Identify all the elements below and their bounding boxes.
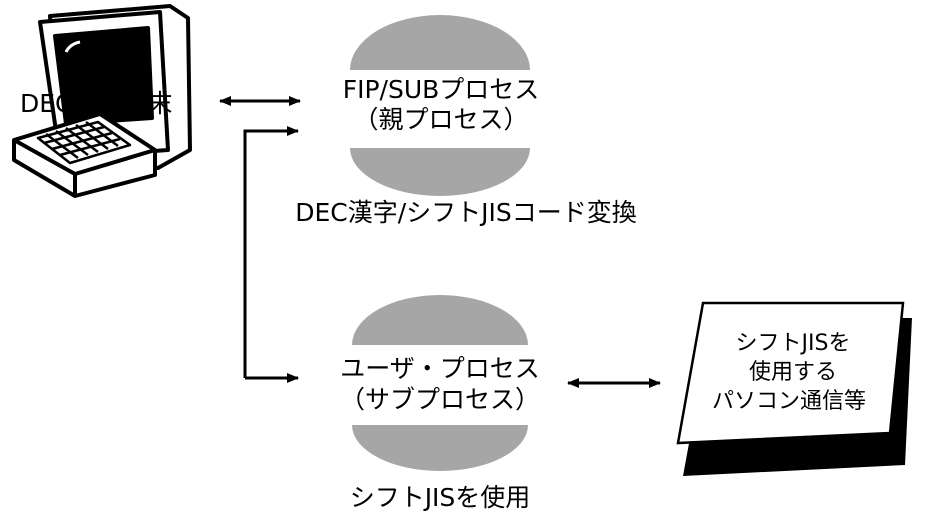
user-process-subtitle: （サブプロセス） (339, 385, 541, 414)
document-line-3: パソコン通信等 (711, 389, 867, 414)
terminal-label: DEC漢字端末 (20, 89, 173, 118)
conversion-caption: DEC漢字/シフトJISコード変換 (295, 198, 637, 227)
parent-process-subtitle: （親プロセス） (353, 105, 529, 134)
user-process-ellipse (352, 295, 528, 471)
document-line-2: 使用する (748, 360, 838, 385)
user-process-title: ユーザ・プロセス (340, 354, 540, 383)
arrow-branch-to-parent (243, 126, 299, 378)
user-process-caption: シフトJISを使用 (349, 483, 531, 512)
document-sheet (676, 301, 912, 476)
document-line-1: シフトJISを (735, 331, 851, 356)
terminal-icon (12, 4, 192, 198)
parent-process-title: FIP/SUBプロセス (342, 75, 540, 104)
parent-process-ellipse (350, 15, 530, 196)
